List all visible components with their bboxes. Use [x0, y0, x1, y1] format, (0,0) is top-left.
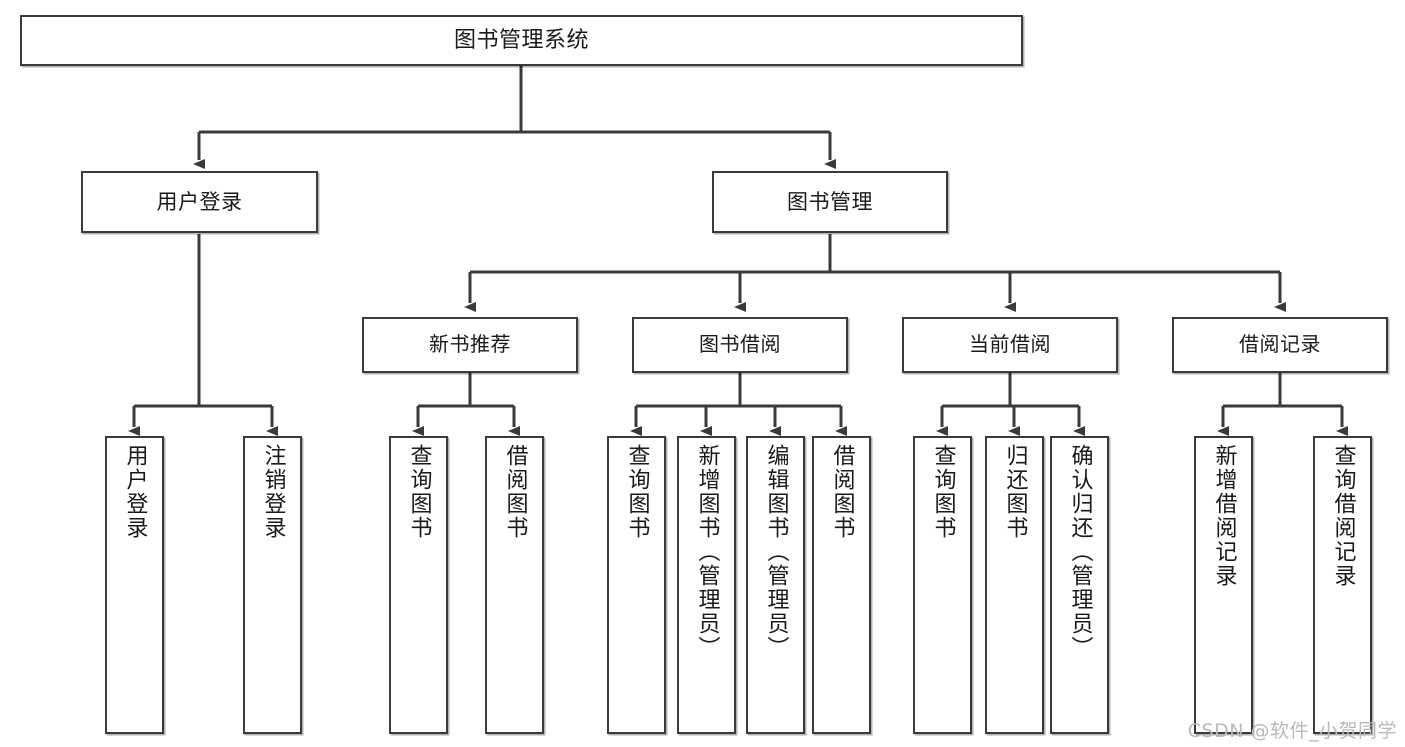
leaf-borrow-query-book[interactable]: 查询图书 — [607, 436, 666, 734]
node-label: 新书推荐 — [429, 332, 511, 357]
node-label: 新增图书（管理员） — [694, 444, 720, 660]
leaf-user-login-signout[interactable]: 注销登录 — [243, 436, 302, 734]
node-label: 查询借阅记录 — [1330, 444, 1356, 588]
node-label: 查询图书 — [624, 444, 650, 540]
node-label: 图书管理系统 — [453, 27, 589, 53]
node-label: 查询图书 — [406, 444, 432, 540]
node-book-borrow[interactable]: 图书借阅 — [632, 317, 848, 373]
watermark-text: CSDN @软件_小贺同学 — [1187, 720, 1397, 742]
leaf-current-return-book[interactable]: 归还图书 — [985, 436, 1044, 734]
node-label: 当前借阅 — [969, 332, 1051, 357]
leaf-record-query-record[interactable]: 查询借阅记录 — [1313, 436, 1372, 734]
node-borrow-record[interactable]: 借阅记录 — [1172, 317, 1388, 373]
node-label: 查询图书 — [930, 444, 956, 540]
leaf-current-query-book[interactable]: 查询图书 — [913, 436, 972, 734]
node-label: 图书借阅 — [699, 332, 781, 357]
node-label: 归还图书 — [1002, 444, 1028, 540]
node-label: 确认归还（管理员） — [1067, 444, 1093, 660]
node-label: 用户登录 — [156, 189, 243, 214]
node-label: 借阅记录 — [1239, 332, 1321, 357]
node-label: 借阅图书 — [829, 444, 855, 540]
node-label: 图书管理 — [787, 189, 873, 214]
node-new-book-recommend[interactable]: 新书推荐 — [362, 317, 578, 373]
node-user-login[interactable]: 用户登录 — [81, 171, 318, 233]
node-label: 编辑图书（管理员） — [763, 444, 789, 660]
leaf-borrow-add-book-admin[interactable]: 新增图书（管理员） — [677, 436, 736, 734]
leaf-recommend-query-book[interactable]: 查询图书 — [389, 436, 448, 734]
node-book-management[interactable]: 图书管理 — [712, 171, 948, 233]
leaf-recommend-borrow-book[interactable]: 借阅图书 — [485, 436, 544, 734]
node-root-system[interactable]: 图书管理系统 — [20, 15, 1023, 66]
leaf-record-add-record[interactable]: 新增借阅记录 — [1194, 436, 1253, 734]
leaf-user-login-signin[interactable]: 用户登录 — [105, 436, 164, 734]
node-label: 注销登录 — [260, 444, 286, 540]
leaf-current-confirm-return-admin[interactable]: 确认归还（管理员） — [1050, 436, 1109, 734]
node-label: 借阅图书 — [502, 444, 528, 540]
leaf-borrow-borrow-book[interactable]: 借阅图书 — [812, 436, 871, 734]
node-label: 新增借阅记录 — [1211, 444, 1237, 588]
leaf-borrow-edit-book-admin[interactable]: 编辑图书（管理员） — [746, 436, 805, 734]
node-current-borrow[interactable]: 当前借阅 — [902, 317, 1118, 373]
node-label: 用户登录 — [122, 444, 148, 540]
